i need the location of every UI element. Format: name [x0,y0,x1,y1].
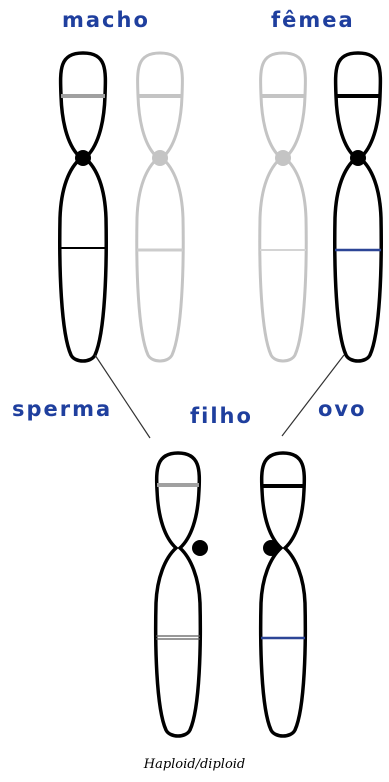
label-egg: ovo [318,397,367,421]
male-chromosome-dark [60,53,106,361]
egg-connector-line [282,355,344,436]
female-faded-centromere [275,150,291,166]
offspring-maternal-centromere [263,540,279,556]
label-offspring: filho [190,404,253,428]
footer-caption: Haploid/diploid [0,757,389,772]
label-female: fêmea [271,8,355,32]
female-chromosome-faded [260,53,306,361]
male-faded-centromere [152,150,168,166]
female-chromosome-dark [335,53,381,361]
male-dark-centromere [75,150,91,166]
offspring-paternal-centromere [192,540,208,556]
label-sperm: sperma [12,397,112,421]
offspring-chromosome-maternal [261,453,306,736]
label-male: macho [62,8,150,32]
offspring-chromosome-paternal [156,453,208,736]
female-dark-centromere [350,150,366,166]
male-chromosome-faded [137,53,183,361]
